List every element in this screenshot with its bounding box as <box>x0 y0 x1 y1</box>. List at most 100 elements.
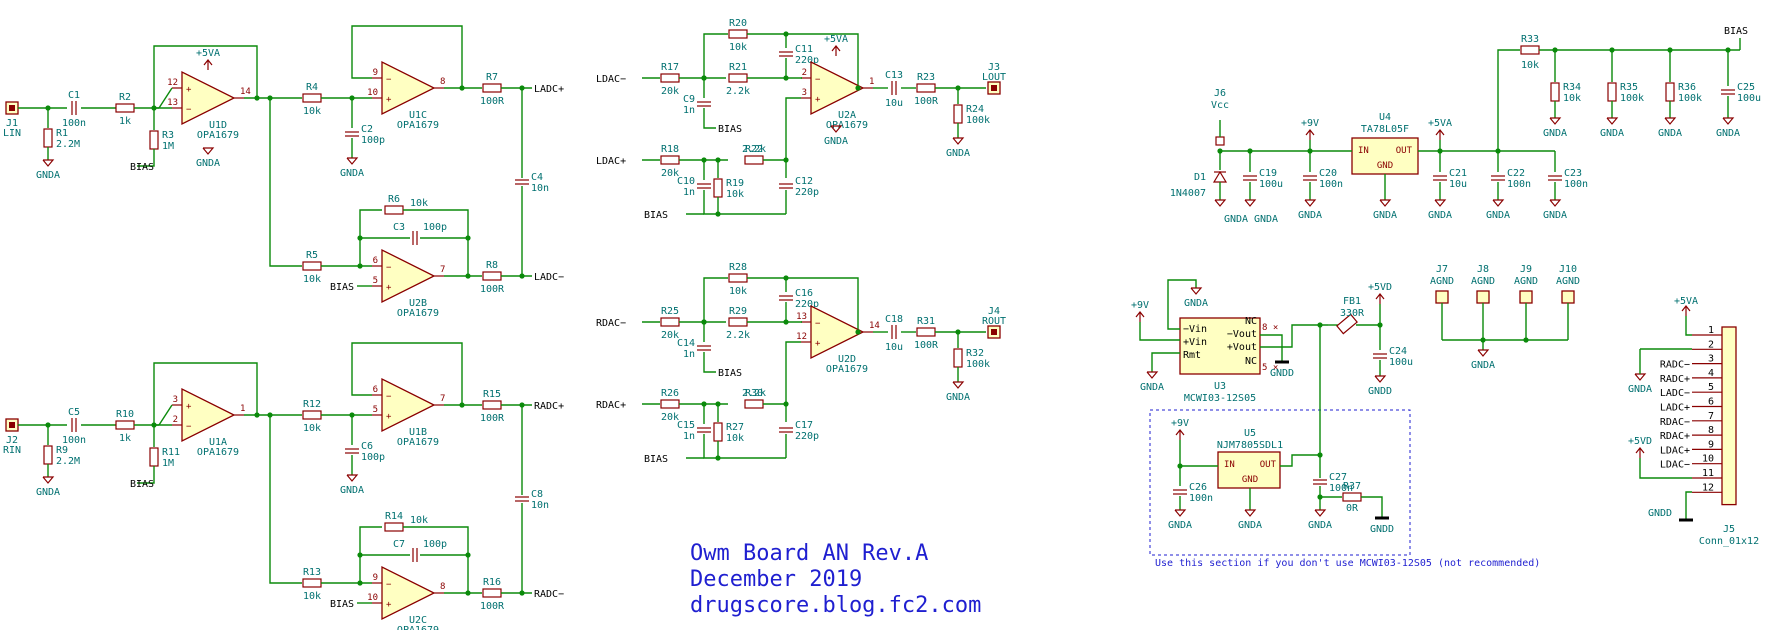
net-label: AGND <box>1430 276 1454 287</box>
junction-dot <box>715 211 721 217</box>
opamp <box>381 248 436 304</box>
resistor <box>302 93 322 103</box>
gnd-label: GNDA <box>1471 360 1495 371</box>
capacitor-ref: C15 <box>677 420 695 431</box>
ic-value: NJM7805SDL1 <box>1217 440 1283 451</box>
resistor-value: 10k <box>1563 93 1581 104</box>
resistor-ref: R14 <box>385 511 403 522</box>
diode-ref: D1 <box>1194 172 1206 183</box>
resistor <box>43 445 53 465</box>
net-label: LADC+ <box>534 84 564 95</box>
capacitor-ref: C2 <box>361 124 373 135</box>
pin-name: GND <box>1377 161 1393 171</box>
pin-number: 5 <box>373 276 378 286</box>
opamp <box>181 387 236 443</box>
resistor <box>115 103 135 113</box>
gnd-symbol <box>1214 199 1227 207</box>
capacitor-value: 1n <box>683 105 695 116</box>
resistor <box>713 422 723 442</box>
net-label: RDAC+ <box>1660 431 1690 442</box>
resistor-ref: R13 <box>303 567 321 578</box>
opamp-ref: U1D <box>209 120 227 131</box>
resistor-ref: R20 <box>729 18 747 29</box>
opamp-value: OPA1679 <box>826 120 868 131</box>
opamp-plus: + <box>386 95 392 105</box>
net-label: AGND <box>1471 276 1495 287</box>
resistor-value: 10k <box>729 42 747 53</box>
pin-name: +Vout <box>1227 342 1257 353</box>
resistor-ref: R27 <box>726 422 744 433</box>
resistor-ref: R19 <box>726 178 744 189</box>
wire <box>137 466 155 484</box>
capacitor-ref: C27 <box>1329 472 1347 483</box>
connector-pad <box>9 105 15 111</box>
gnd-symbol <box>202 147 215 155</box>
resistor-ref: R17 <box>661 62 679 73</box>
pin-name: −Vout <box>1227 329 1257 340</box>
resistor-value: 100k <box>1620 93 1644 104</box>
opamp-ref: U2C <box>409 615 427 626</box>
capacitor-value: 100n <box>1329 483 1353 494</box>
connector-ref: J1 <box>6 118 18 129</box>
wire <box>1167 279 1197 330</box>
wire <box>153 362 258 426</box>
pin-number: 8 <box>440 582 445 592</box>
pin-number: 1 <box>240 404 245 414</box>
capacitor-value: 100u <box>1389 357 1413 368</box>
net-label: BIAS <box>330 599 354 610</box>
resistor-ref: R36 <box>1678 82 1696 93</box>
opamp-plus: + <box>386 283 392 293</box>
agnd-jumper <box>1476 290 1490 304</box>
pin-name: −Vin <box>1183 324 1207 335</box>
resistor-value: 10k <box>729 286 747 297</box>
capacitor-value: 220p <box>795 187 819 198</box>
resistor-value: 100R <box>480 601 505 612</box>
net-label: LADC− <box>534 272 564 283</box>
resistor-ref: R37 <box>1343 481 1361 492</box>
jumper-ref: J8 <box>1477 264 1489 275</box>
capacitor-ref: C9 <box>683 94 695 105</box>
capacitor-value: 10u <box>1449 179 1467 190</box>
capacitor-value: 100u <box>1259 179 1283 190</box>
resistor <box>1607 82 1617 102</box>
pin-name: Rmt <box>1183 350 1201 361</box>
capacitor-value: 220p <box>795 299 819 310</box>
wire <box>158 404 173 426</box>
title-line-3: drugscore.blog.fc2.com <box>690 593 981 618</box>
section-note: Use this section if you don't use MCWI03… <box>1155 558 1540 569</box>
diode-value: 1N4007 <box>1170 188 1206 199</box>
regulator <box>1351 137 1419 175</box>
resistor-ref: R26 <box>661 388 679 399</box>
wire <box>785 341 801 404</box>
opamp-plus: + <box>386 412 392 422</box>
gnd-label: GNDA <box>1600 128 1624 139</box>
capacitor-value: 10u <box>885 98 903 109</box>
net-label: RDAC− <box>596 318 626 329</box>
connector-body <box>1721 326 1737 506</box>
capacitor-ref: C26 <box>1189 482 1207 493</box>
pin-name: IN <box>1358 146 1369 156</box>
resistor-ref: R10 <box>116 409 134 420</box>
pin-number: 11 <box>1702 468 1714 479</box>
gnd-label: GNDA <box>196 158 220 169</box>
wire <box>403 526 469 593</box>
resistor <box>384 205 404 215</box>
capacitor-ref: C13 <box>885 70 903 81</box>
capacitor-value: 100p <box>361 452 385 463</box>
gnd-symbol <box>1549 199 1562 207</box>
resistor <box>482 400 502 410</box>
resistor <box>916 327 936 337</box>
opamp-plus: + <box>815 95 821 105</box>
connector-value: Conn_01x12 <box>1699 536 1759 547</box>
resistor-ref: R24 <box>966 104 984 115</box>
capacitor-value: 100p <box>361 135 385 146</box>
opamp-minus: − <box>186 105 192 115</box>
capacitor-value: 1n <box>683 187 695 198</box>
resistor <box>1665 82 1675 102</box>
opamp-ref: U2A <box>838 110 856 121</box>
connector-ref: J6 <box>1214 88 1226 99</box>
net-label: RDAC− <box>1660 417 1690 428</box>
gnd-label: GNDA <box>946 392 970 403</box>
resistor-ref: R28 <box>729 262 747 273</box>
net-label: RADC+ <box>1660 374 1690 385</box>
